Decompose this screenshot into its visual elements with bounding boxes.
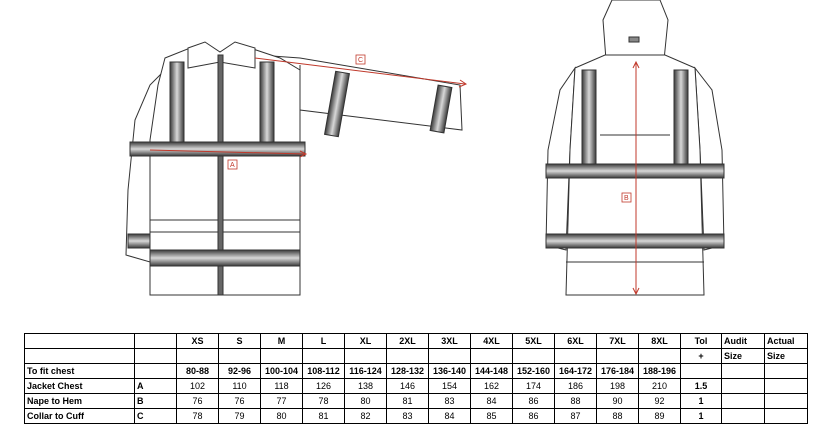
fit-chest-cell: 188-196 xyxy=(638,363,681,379)
measurement-a-marker xyxy=(227,159,238,170)
table-cell: 78 xyxy=(176,408,219,424)
measurement-c-label: C xyxy=(358,57,363,64)
fit-chest-cell: 164-172 xyxy=(554,363,597,379)
table-cell: 81 xyxy=(386,393,429,409)
table-cell: 81 xyxy=(302,408,345,424)
table-cell: 210 xyxy=(638,378,681,394)
table-cell: 77 xyxy=(260,393,303,409)
row-code: A xyxy=(134,378,177,394)
table-cell: 85 xyxy=(470,408,513,424)
fit-chest-cell: 128-132 xyxy=(386,363,429,379)
table-cell: 102 xyxy=(176,378,219,394)
table-cell: 76 xyxy=(218,393,261,409)
size-header-cell: 3XL xyxy=(428,333,471,349)
actual-header: Actual xyxy=(764,333,808,349)
table-cell: 146 xyxy=(386,378,429,394)
table-cell: 90 xyxy=(596,393,639,409)
table-cell: 110 xyxy=(218,378,261,394)
measurement-c-line xyxy=(254,57,468,88)
jacket-front-drawing xyxy=(125,41,463,296)
table-cell: 89 xyxy=(638,408,681,424)
table-cell: 88 xyxy=(554,393,597,409)
table-cell: 86 xyxy=(512,393,555,409)
fit-chest-cell: 100-104 xyxy=(260,363,303,379)
table-cell: 83 xyxy=(386,408,429,424)
fit-chest-cell: 116-124 xyxy=(344,363,387,379)
tolerance-header: Tol xyxy=(680,333,722,349)
fit-chest-row: To fit chest 80-88 92-96 100-104 108-112… xyxy=(24,363,808,379)
row-code: B xyxy=(134,393,177,409)
table-cell: 162 xyxy=(470,378,513,394)
fit-chest-cell: 108-112 xyxy=(302,363,345,379)
table-cell: 78 xyxy=(302,393,345,409)
table-cell: 80 xyxy=(260,408,303,424)
size-header-cell: L xyxy=(302,333,345,349)
audit-size-header: Size xyxy=(721,348,765,364)
table-cell: 79 xyxy=(218,408,261,424)
table-cell: 83 xyxy=(428,393,471,409)
table-cell: 186 xyxy=(554,378,597,394)
table-row: Collar to Cuff C 78 79 80 81 82 83 84 85… xyxy=(24,408,808,424)
size-header-cell: XL xyxy=(344,333,387,349)
table-cell: 118 xyxy=(260,378,303,394)
size-header-cell: XS xyxy=(176,333,219,349)
size-header-row: XS S M L XL 2XL 3XL 4XL 5XL 6XL 7XL 8XL … xyxy=(24,333,808,349)
size-chart-table: XS S M L XL 2XL 3XL 4XL 5XL 6XL 7XL 8XL … xyxy=(24,333,808,424)
table-cell: 154 xyxy=(428,378,471,394)
table-cell: 138 xyxy=(344,378,387,394)
size-header-cell: 5XL xyxy=(512,333,555,349)
table-row: Nape to Hem B 76 76 77 78 80 81 83 84 86… xyxy=(24,393,808,409)
measurement-b-marker xyxy=(621,192,632,203)
tolerance-cell: 1 xyxy=(680,393,722,409)
table-cell: 88 xyxy=(596,408,639,424)
fit-chest-cell: 136-140 xyxy=(428,363,471,379)
table-cell: 76 xyxy=(176,393,219,409)
table-cell: 198 xyxy=(596,378,639,394)
table-row: Jacket Chest A 102 110 118 126 138 146 1… xyxy=(24,378,808,394)
fit-chest-cell: 152-160 xyxy=(512,363,555,379)
tolerance-cell: 1 xyxy=(680,408,722,424)
table-cell: 92 xyxy=(638,393,681,409)
actual-size-header: Size xyxy=(764,348,808,364)
size-subheader-row: + Size Size xyxy=(24,348,808,364)
size-header-cell: 7XL xyxy=(596,333,639,349)
measurement-c-marker xyxy=(355,54,366,65)
fit-chest-cell: 176-184 xyxy=(596,363,639,379)
garment-illustrations: A C B xyxy=(125,0,725,296)
jacket-back-drawing xyxy=(545,0,725,296)
size-header-cell: 2XL xyxy=(386,333,429,349)
table-cell: 84 xyxy=(428,408,471,424)
size-header-cell: 8XL xyxy=(638,333,681,349)
fit-chest-cell: 80-88 xyxy=(176,363,219,379)
row-label: Nape to Hem xyxy=(24,393,135,409)
table-cell: 80 xyxy=(344,393,387,409)
table-cell: 174 xyxy=(512,378,555,394)
table-cell: 87 xyxy=(554,408,597,424)
row-label: To fit chest xyxy=(24,363,135,379)
size-header-cell: S xyxy=(218,333,261,349)
tolerance-plus-header: + xyxy=(680,348,722,364)
table-cell: 126 xyxy=(302,378,345,394)
row-code: C xyxy=(134,408,177,424)
audit-header: Audit xyxy=(721,333,765,349)
table-cell: 82 xyxy=(344,408,387,424)
table-cell: 84 xyxy=(470,393,513,409)
table-cell: 86 xyxy=(512,408,555,424)
size-header-cell: 4XL xyxy=(470,333,513,349)
measurement-b-line xyxy=(632,60,640,296)
measurement-a-line xyxy=(149,149,308,158)
size-header-cell: M xyxy=(260,333,303,349)
fit-chest-cell: 92-96 xyxy=(218,363,261,379)
row-label: Collar to Cuff xyxy=(24,408,135,424)
size-header-cell: 6XL xyxy=(554,333,597,349)
measurement-b-label: B xyxy=(624,195,629,202)
measurement-a-label: A xyxy=(230,162,235,169)
fit-chest-cell: 144-148 xyxy=(470,363,513,379)
tolerance-cell: 1.5 xyxy=(680,378,722,394)
row-label: Jacket Chest xyxy=(24,378,135,394)
